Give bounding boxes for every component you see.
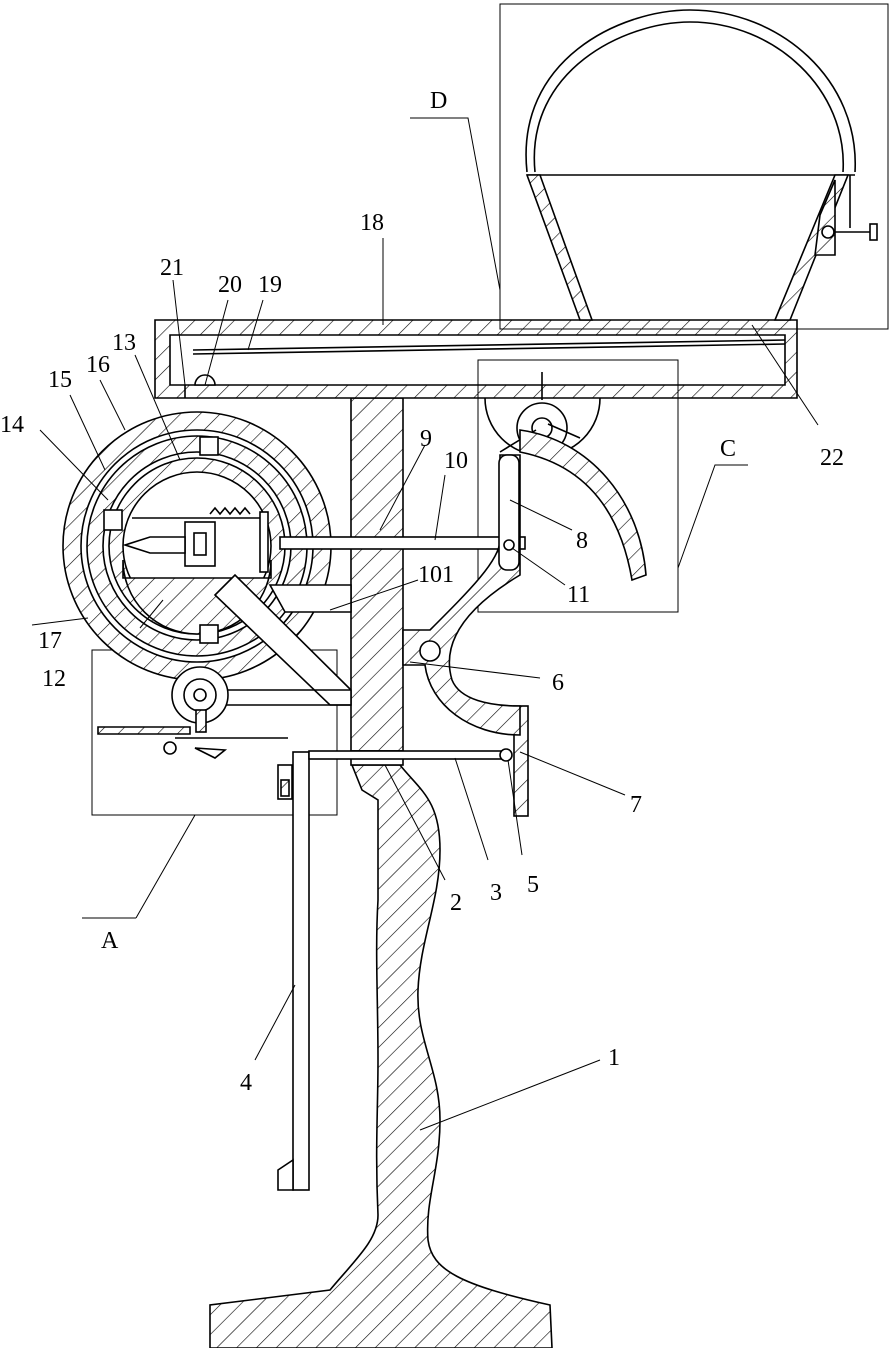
label-2: 2 bbox=[450, 890, 462, 916]
label-6: 6 bbox=[552, 670, 564, 696]
label-1: 1 bbox=[608, 1045, 620, 1071]
top-housing bbox=[155, 320, 797, 398]
label-5: 5 bbox=[527, 872, 539, 898]
label-11: 11 bbox=[567, 582, 590, 608]
label-18: 18 bbox=[360, 210, 384, 236]
label-3: 3 bbox=[490, 880, 502, 906]
hopper bbox=[526, 10, 877, 320]
label-8: 8 bbox=[576, 528, 588, 554]
label-101: 101 bbox=[418, 562, 454, 588]
label-13: 13 bbox=[112, 330, 136, 356]
detail-frame-d bbox=[500, 4, 888, 329]
label-17: 17 bbox=[38, 628, 62, 654]
label-16: 16 bbox=[86, 352, 110, 378]
label-15: 15 bbox=[48, 367, 72, 393]
label-c: C bbox=[720, 436, 736, 462]
label-22: 22 bbox=[820, 445, 844, 471]
label-12: 12 bbox=[42, 666, 66, 692]
label-7: 7 bbox=[630, 792, 642, 818]
column bbox=[351, 398, 403, 765]
stand-base bbox=[210, 765, 552, 1348]
label-14: 14 bbox=[0, 412, 24, 438]
label-9: 9 bbox=[420, 426, 432, 452]
label-a: A bbox=[101, 928, 119, 954]
pulley-assembly bbox=[98, 667, 288, 758]
label-20: 20 bbox=[218, 272, 242, 298]
curved-arm bbox=[403, 455, 520, 735]
label-10: 10 bbox=[444, 448, 468, 474]
label-19: 19 bbox=[258, 272, 282, 298]
vertical-rod bbox=[278, 752, 309, 1190]
label-d: D bbox=[430, 88, 447, 114]
label-4: 4 bbox=[240, 1070, 252, 1096]
label-21: 21 bbox=[160, 255, 184, 281]
